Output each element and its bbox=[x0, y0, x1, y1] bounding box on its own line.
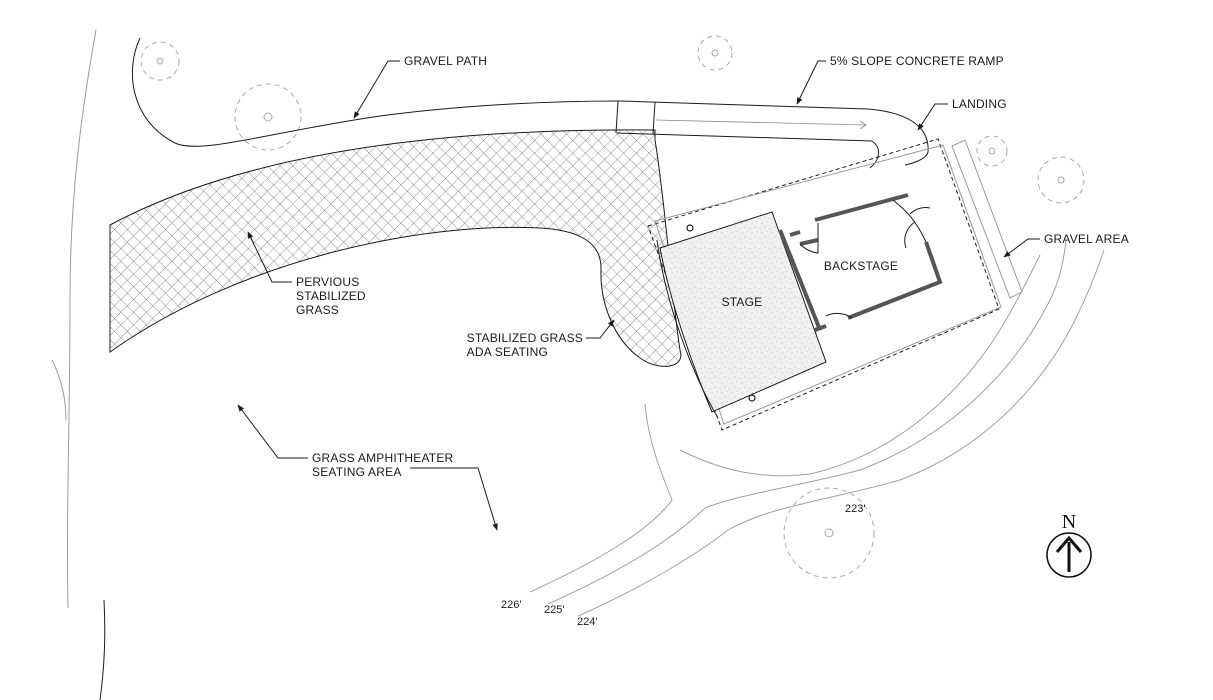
elevation-225: 225' bbox=[544, 604, 564, 616]
tree-3 bbox=[697, 35, 733, 71]
pervious-grass-label-line-3: GRASS bbox=[296, 303, 339, 317]
concrete-ramp bbox=[615, 100, 929, 169]
tree-1 bbox=[140, 41, 180, 81]
concrete-ramp-label: 5% SLOPE CONCRETE RAMP bbox=[830, 54, 1004, 68]
elevation-226: 226' bbox=[501, 599, 521, 611]
west-edge-lines bbox=[51, 29, 106, 700]
stage-label: STAGE bbox=[722, 295, 763, 309]
stage-light-2 bbox=[748, 394, 756, 402]
leader-lines bbox=[237, 60, 1040, 531]
ada-seating-label-line-2: ADA SEATING bbox=[467, 345, 548, 359]
pervious-grass-area bbox=[109, 129, 682, 367]
backstage-walls bbox=[778, 193, 943, 332]
tree-6 bbox=[783, 487, 875, 579]
gravel-path-label: GRAVEL PATH bbox=[404, 54, 487, 68]
gravel-path bbox=[131, 37, 621, 147]
landing-label: LANDING bbox=[952, 97, 1007, 111]
backstage-doors bbox=[799, 199, 931, 319]
tree-4 bbox=[976, 135, 1008, 167]
ada-seating-label-line-1: STABILIZED GRASS bbox=[467, 331, 583, 345]
gravel-area-label: GRAVEL AREA bbox=[1044, 232, 1129, 246]
north-arrow-icon: N bbox=[1046, 511, 1092, 578]
tree-5 bbox=[1037, 156, 1085, 204]
backstage-label: BACKSTAGE bbox=[824, 259, 898, 273]
stage-floor bbox=[659, 211, 827, 413]
north-label: N bbox=[1062, 511, 1076, 533]
stage-light-1 bbox=[686, 224, 694, 232]
trees bbox=[140, 35, 1085, 579]
contour-lines bbox=[529, 239, 1105, 617]
amphitheater-label-line-1: GRASS AMPHITHEATER bbox=[312, 451, 454, 465]
elevation-223: 223' bbox=[845, 503, 865, 515]
pervious-grass-label-line-1: PERVIOUS bbox=[296, 275, 359, 289]
pervious-grass-label-line-2: STABILIZED bbox=[296, 289, 366, 303]
tree-2 bbox=[234, 83, 302, 151]
elevation-224: 224' bbox=[577, 616, 597, 628]
amphitheater-label-line-2: SEATING AREA bbox=[312, 465, 402, 479]
landing bbox=[867, 108, 929, 166]
